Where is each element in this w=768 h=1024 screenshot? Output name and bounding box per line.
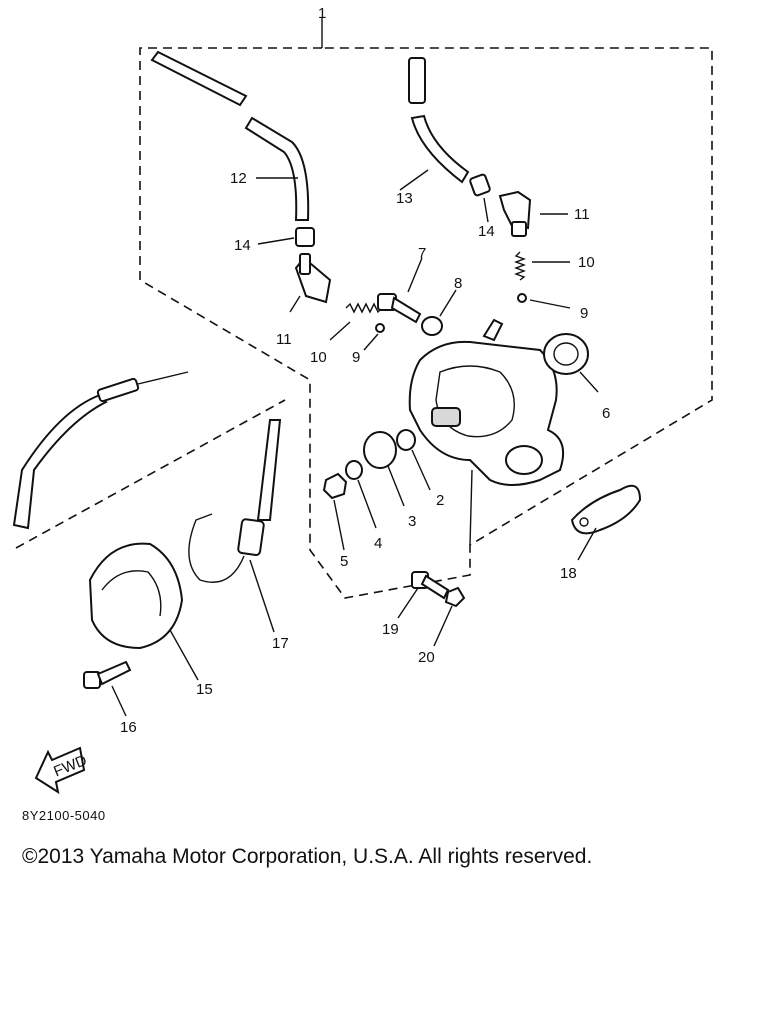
union-11-right — [498, 190, 532, 230]
callout-10b: 10 — [578, 254, 595, 271]
callout-18: 18 — [560, 565, 577, 582]
cable-17-wire — [188, 513, 245, 583]
callout-6: 6 — [602, 405, 610, 422]
callout-11b: 11 — [574, 206, 590, 223]
bolt-7-shank — [390, 296, 422, 324]
fwd-arrow-icon — [34, 746, 86, 795]
oil-seal-6-inner — [553, 342, 579, 366]
gasket-18-hole — [579, 517, 589, 527]
cable-adjuster — [96, 377, 140, 403]
bolt-19-shank — [420, 574, 450, 600]
callout-16: 16 — [120, 719, 137, 736]
spring-10-right — [514, 251, 526, 281]
callout-10a: 10 — [310, 349, 327, 366]
ball-9-right — [517, 293, 527, 303]
gasket-18 — [570, 484, 642, 535]
callout-12: 12 — [230, 170, 247, 187]
oil-seal-6 — [543, 333, 589, 375]
callout-19: 19 — [382, 621, 399, 638]
callout-11a: 11 — [276, 331, 292, 348]
washer-4 — [345, 460, 363, 480]
fitting-14-left — [295, 227, 315, 247]
callout-9b: 9 — [580, 305, 588, 322]
throttle-cable — [12, 393, 108, 530]
callout-3: 3 — [408, 513, 416, 530]
callout-4: 4 — [374, 535, 382, 552]
callout-15: 15 — [196, 681, 213, 698]
union-11-left-nipple — [299, 253, 311, 275]
callout-2: 2 — [436, 492, 444, 509]
callout-5: 5 — [340, 553, 348, 570]
callout-9a: 9 — [352, 349, 360, 366]
callout-1: 1 — [318, 5, 326, 22]
copyright-notice: ©2013 Yamaha Motor Corporation, U.S.A. A… — [22, 845, 593, 868]
part-code: 8Y2100-5040 — [22, 808, 106, 823]
leader-lines — [111, 169, 599, 717]
pump-fitting — [482, 318, 504, 342]
pump-flange — [505, 445, 543, 475]
callout-17: 17 — [272, 635, 289, 652]
hose-12-bend — [244, 116, 310, 221]
hose-12 — [150, 50, 248, 107]
oil-pump-exploded-diagram: FWD 1 2 3 4 5 6 7 8 9 9 10 10 11 11 — [12, 5, 713, 795]
callout-14a: 14 — [234, 237, 251, 254]
callout-7: 7 — [418, 245, 426, 262]
cable-17-sleeve — [237, 518, 265, 556]
callout-8: 8 — [454, 275, 462, 292]
hose-13-bend — [410, 114, 470, 184]
ball-9-left — [375, 323, 385, 333]
union-11-right-nipple — [511, 221, 527, 237]
nut-5 — [322, 472, 348, 500]
plate-3 — [363, 431, 397, 469]
callout-14b: 14 — [478, 223, 495, 240]
washer-8 — [421, 316, 443, 336]
washer-20 — [444, 586, 466, 608]
callout-20: 20 — [418, 649, 435, 666]
washer-2 — [396, 429, 416, 451]
assembly-boundary — [139, 47, 713, 599]
spring-10-left — [345, 302, 383, 314]
pump-cover-15-detail — [101, 570, 162, 617]
pump-shaft — [431, 407, 461, 427]
screw-16-shank — [96, 660, 132, 686]
callout-13: 13 — [396, 190, 413, 207]
cable-17-rod — [256, 419, 282, 521]
hose-13-top — [408, 57, 426, 104]
cable-boundary — [15, 399, 286, 549]
cable-end — [137, 371, 189, 385]
pump-cover-15 — [88, 542, 184, 650]
fitting-14-right — [469, 173, 491, 197]
